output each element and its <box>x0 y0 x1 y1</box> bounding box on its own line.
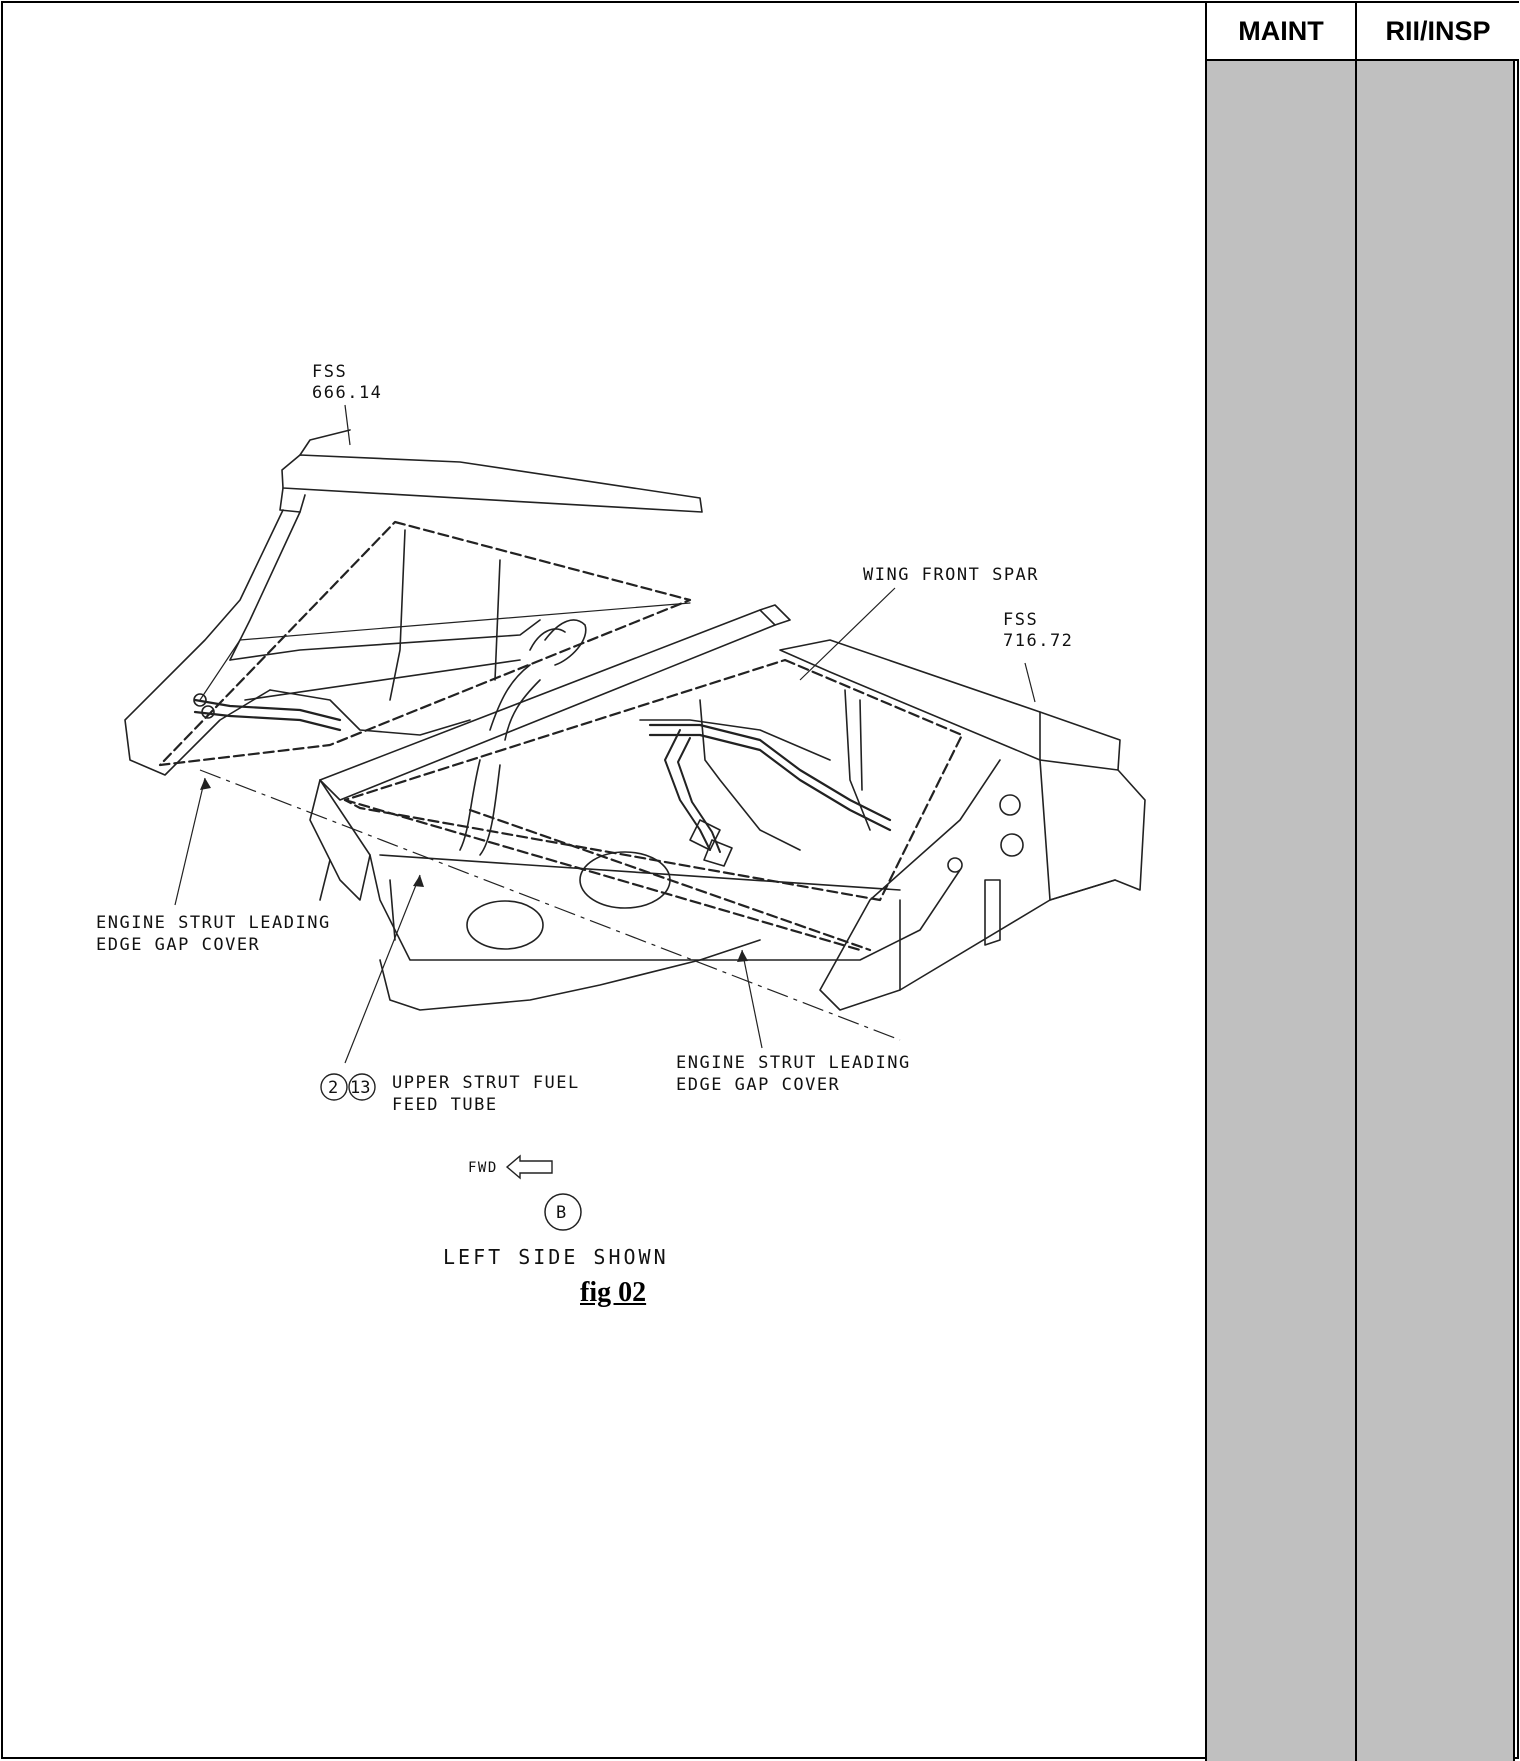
engine-strut-illustration: FSS 666.14 WING FRONT SPAR FSS 716.72 EN… <box>96 362 1146 1269</box>
maint-column-header: MAINT <box>1207 3 1355 61</box>
rii-column-header: RII/INSP <box>1357 3 1519 61</box>
figure-caption: fig 02 <box>580 1277 647 1308</box>
fss-right-label: FSS <box>1003 610 1038 630</box>
ref-number-13: 13 <box>350 1078 370 1098</box>
fuel-feed-tube-line1: UPPER STRUT FUEL <box>392 1073 580 1093</box>
fss-right-value: 716.72 <box>1003 631 1073 651</box>
fss-left-value: 666.14 <box>312 383 382 403</box>
left-side-shown-label: LEFT SIDE SHOWN <box>443 1245 669 1269</box>
rii-inspection-column: RII/INSP <box>1355 3 1519 1761</box>
fss-left-label: FSS <box>312 362 347 382</box>
fwd-label: FWD <box>468 1160 498 1176</box>
wing-front-spar-label: WING FRONT SPAR <box>863 565 1039 585</box>
forward-arrow-icon <box>505 1154 553 1180</box>
ref-circle-2 <box>320 1073 348 1101</box>
ref-number-2: 2 <box>328 1078 340 1098</box>
ref-circle-13 <box>348 1073 376 1101</box>
view-circle <box>544 1193 582 1231</box>
view-letter: B <box>556 1203 568 1223</box>
maint-signoff-area[interactable] <box>1207 61 1355 1761</box>
gap-cover-left-line2: EDGE GAP COVER <box>96 935 260 955</box>
maint-column: MAINT <box>1205 3 1355 1761</box>
gap-cover-left-line1: ENGINE STRUT LEADING <box>96 913 331 933</box>
gap-cover-right-line2: EDGE GAP COVER <box>676 1075 840 1095</box>
rii-signoff-area[interactable] <box>1357 61 1513 1761</box>
fuel-feed-tube-line2: FEED TUBE <box>392 1095 498 1115</box>
gap-cover-right-line1: ENGINE STRUT LEADING <box>676 1053 911 1073</box>
